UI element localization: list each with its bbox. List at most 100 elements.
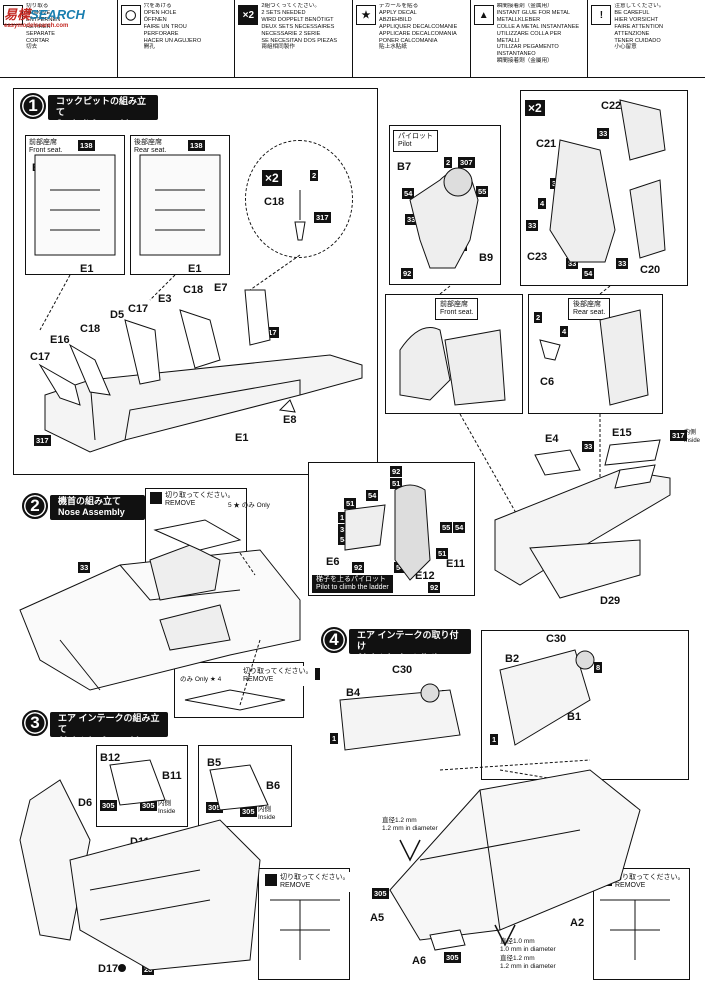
- code-305-b12: 305: [100, 800, 117, 811]
- nose-cut-note-2: 切り取ってください。REMOVE: [240, 666, 331, 686]
- code-55-ladder: 55: [440, 522, 453, 533]
- part-b11-label: B11: [162, 770, 182, 782]
- part-c18-detail-label: C18: [264, 196, 285, 208]
- step3-number: 3: [22, 710, 48, 736]
- code-51-ladder-c: 51: [436, 548, 449, 559]
- code-305-a5: 305: [372, 888, 389, 899]
- legend-line: ENTFERNEN: [26, 16, 61, 23]
- code-54-ladder-a: 54: [366, 490, 379, 501]
- code-4-rear-seat: 4: [560, 326, 569, 337]
- legend-line: ABZIEHBILD: [379, 16, 412, 23]
- code-1-ladder: 1: [338, 512, 347, 523]
- part-b4-label: B4: [346, 687, 361, 699]
- code-305-d11: 305: [150, 852, 167, 863]
- code-317-c18: 317: [314, 212, 331, 223]
- part-a6-label: A6: [412, 955, 427, 967]
- glue-icon: ▲: [473, 5, 494, 25]
- part-a1-label: A1: [70, 628, 85, 640]
- rear-seat-panel-box: [130, 135, 230, 275]
- code-2-pilot: 2: [444, 157, 453, 168]
- part-e7-label: E7: [214, 282, 228, 294]
- part-e16-label: E16: [32, 162, 52, 174]
- legend-line: APPLIQUER DECALCOMANIE: [379, 23, 458, 30]
- part-d11-label: D11: [130, 836, 150, 848]
- code-54-pilot-b: 54: [441, 250, 454, 261]
- code-317-e7: 317: [262, 327, 279, 338]
- part-d17-label: D17: [98, 963, 119, 975]
- part-e4-label: E4: [545, 433, 559, 445]
- code-1-right: 1: [490, 734, 499, 745]
- part-c18-left-label: C18: [80, 323, 101, 335]
- part-e16-assembly-label: E16: [50, 334, 70, 346]
- legend-line: 小心留意: [614, 44, 637, 51]
- legend-line: COLLE A METAL INSTANTANEE: [496, 23, 580, 30]
- legend-line: OPEN HOLE: [143, 9, 177, 16]
- part-e1-rear-label: E1: [188, 263, 202, 275]
- part-e6-label: E6: [326, 556, 340, 568]
- legend-line: 開孔: [143, 44, 155, 51]
- legend-line: 切り取る: [26, 3, 49, 9]
- knife-icon: [150, 492, 162, 504]
- code-51-ladder-a: 51: [390, 478, 403, 489]
- legend-line: 穴をあける: [143, 3, 172, 9]
- code-33-seat-top: 33: [597, 128, 610, 139]
- legend-line: HACER UN AGUJERO: [143, 37, 202, 44]
- code-54-pilot-a: 54: [402, 188, 415, 199]
- part-a5-label: A5: [370, 912, 385, 924]
- part-b12-label: B12: [100, 752, 121, 764]
- legend-line: METALLKLEBER: [496, 16, 541, 23]
- legend-line: ÖFFNEN: [143, 16, 167, 23]
- c18-detail-circle: [245, 140, 353, 258]
- legend-line: PONER CALCOMANIA: [379, 37, 438, 44]
- code-66-seat: 66: [648, 218, 661, 229]
- step2-number: 2: [22, 493, 48, 519]
- knife-icon-3: [265, 874, 277, 886]
- legend-line: APPLICARE DECALCOMANIA: [379, 30, 457, 37]
- code-33-ladder: 33: [338, 524, 351, 535]
- legend-line: INSTANT GLUE FOR METAL: [496, 9, 571, 16]
- code-54-ladder-c: 54: [453, 522, 466, 533]
- legend-line: WIRD DOPPELT BENÖTIGT: [261, 16, 334, 23]
- x2-badge-c18: ×2: [262, 170, 282, 186]
- legend-line: NECESSARIE 2 SERIE: [261, 30, 321, 37]
- legend-line: UTILIZZARE COLLA PER METALLI: [496, 30, 562, 44]
- code-33-e4: 33: [582, 441, 595, 452]
- legend-line: 切去: [26, 44, 38, 51]
- x2-badge-seat: ×2: [525, 100, 545, 116]
- step4-number: 4: [321, 627, 347, 653]
- part-e14-label: E14: [644, 480, 664, 492]
- part-b7-label: B7: [397, 161, 412, 173]
- part-e1-front-label: E1: [80, 263, 94, 275]
- legend-line: 注意してください。: [614, 3, 665, 9]
- step1-number: 1: [20, 93, 46, 119]
- legend-line: SEPARATE: [26, 30, 56, 37]
- nose-cut-note: 切り取ってください。REMOVE: [147, 490, 238, 510]
- part-c18-assembly-label: C18: [183, 284, 204, 296]
- legend-line: 瞬間接着劑（金屬用）: [496, 58, 553, 65]
- part-d29-label: D29: [600, 595, 621, 607]
- code-55-pilot-b: 55: [455, 240, 468, 251]
- part-c17-left-label: C17: [30, 351, 51, 363]
- code-92-ladder-c: 92: [428, 582, 441, 593]
- code-307-pilot: 307: [458, 157, 475, 168]
- code-2-rear-seat: 2: [534, 312, 543, 323]
